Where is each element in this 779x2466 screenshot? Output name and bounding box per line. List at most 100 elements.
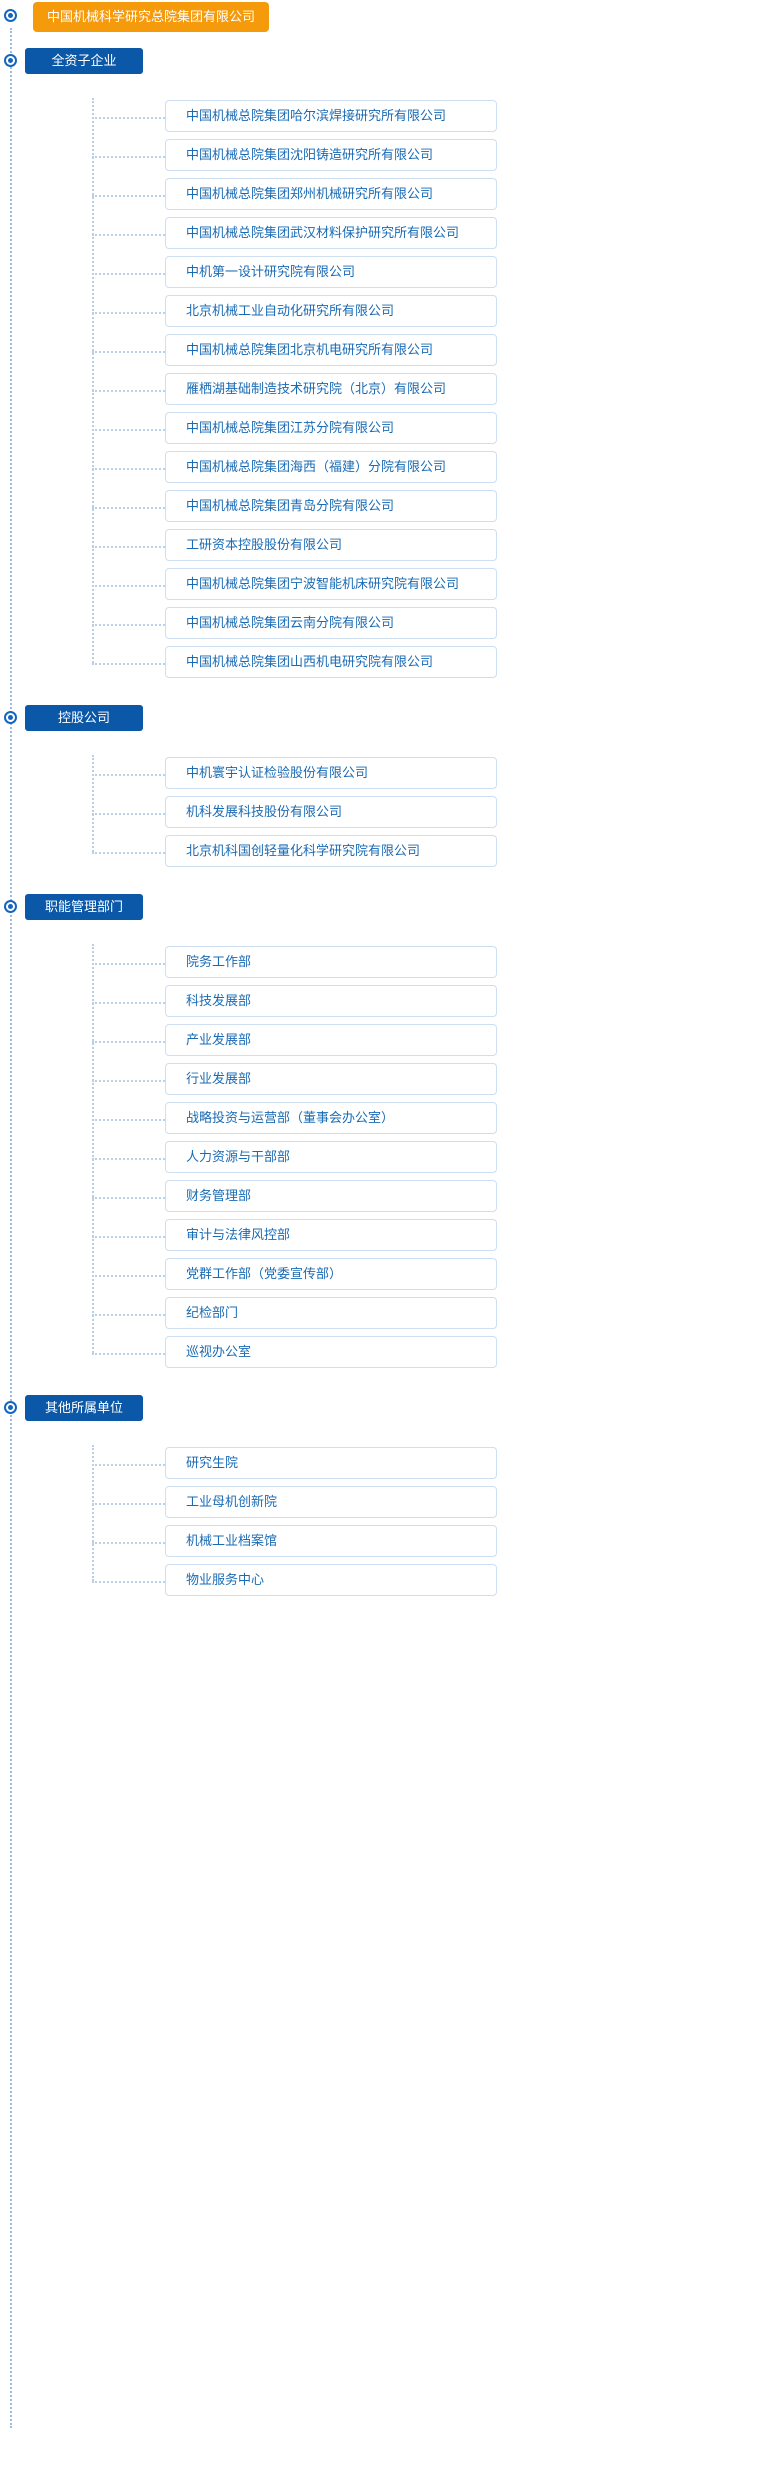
list-item: 中国机械总院集团江苏分院有限公司 [0,410,779,449]
list-item: 中国机械总院集团宁波智能机床研究院有限公司 [0,566,779,605]
list-item: 北京机械工业自动化研究所有限公司 [0,293,779,332]
item-connector-line [92,351,165,353]
item-connector-line [92,1542,165,1544]
org-group: 控股公司中机寰宇认证检验股份有限公司机科发展科技股份有限公司北京机科国创轻量化科… [0,705,779,872]
list-item: 中国机械总院集团北京机电研究所有限公司 [0,332,779,371]
item-connector-line [92,1236,165,1238]
group-label-3[interactable]: 职能管理部门 [25,894,143,920]
group-body: 中机寰宇认证检验股份有限公司机科发展科技股份有限公司北京机科国创轻量化科学研究院… [0,755,779,872]
list-item: 审计与法律风控部 [0,1217,779,1256]
list-item: 中国机械总院集团青岛分院有限公司 [0,488,779,527]
org-unit-box[interactable]: 机科发展科技股份有限公司 [165,796,497,828]
list-item: 工研资本控股股份有限公司 [0,527,779,566]
group-spacer [0,1373,779,1395]
item-connector-line [92,117,165,119]
org-unit-box[interactable]: 产业发展部 [165,1024,497,1056]
org-spine-line [10,28,12,2428]
list-item: 人力资源与干部部 [0,1139,779,1178]
org-unit-box[interactable]: 纪检部门 [165,1297,497,1329]
org-unit-box[interactable]: 中机第一设计研究院有限公司 [165,256,497,288]
item-connector-line [92,963,165,965]
org-unit-box[interactable]: 中国机械总院集团山西机电研究院有限公司 [165,646,497,678]
list-item: 物业服务中心 [0,1562,779,1601]
org-unit-box[interactable]: 物业服务中心 [165,1564,497,1596]
item-connector-line [92,507,165,509]
group-spacer [0,683,779,705]
org-unit-box[interactable]: 机械工业档案馆 [165,1525,497,1557]
item-connector-line [92,234,165,236]
group-body: 院务工作部科技发展部产业发展部行业发展部战略投资与运营部（董事会办公室） 人力资源… [0,944,779,1373]
org-unit-box[interactable]: 工研资本控股股份有限公司 [165,529,497,561]
item-connector-line [92,624,165,626]
org-unit-box[interactable]: 中国机械总院集团江苏分院有限公司 [165,412,497,444]
org-group: 全资子企业中国机械总院集团哈尔滨焊接研究所有限公司中国机械总院集团沈阳铸造研究所… [0,48,779,683]
item-connector-line [92,774,165,776]
item-connector-line [92,390,165,392]
item-connector-line [92,1119,165,1121]
item-connector-line [92,1041,165,1043]
org-unit-box[interactable]: 雁栖湖基础制造技术研究院（北京）有限公司 [165,373,497,405]
item-connector-line [92,546,165,548]
spine-bullet-2 [4,711,17,724]
group-label-1[interactable]: 全资子企业 [25,48,143,74]
list-item: 中国机械总院集团武汉材料保护研究所有限公司 [0,215,779,254]
org-unit-box[interactable]: 院务工作部 [165,946,497,978]
org-unit-box[interactable]: 中国机械总院集团北京机电研究所有限公司 [165,334,497,366]
item-connector-line [92,156,165,158]
item-connector-line [92,1503,165,1505]
list-item: 研究生院 [0,1445,779,1484]
org-unit-box[interactable]: 战略投资与运营部（董事会办公室） [165,1102,497,1134]
org-unit-box[interactable]: 工业母机创新院 [165,1486,497,1518]
org-unit-box[interactable]: 中国机械总院集团云南分院有限公司 [165,607,497,639]
group-head: 控股公司 [0,705,779,755]
item-connector-line [92,1314,165,1316]
item-connector-line [92,1158,165,1160]
list-item: 机科发展科技股份有限公司 [0,794,779,833]
org-unit-box[interactable]: 中国机械总院集团武汉材料保护研究所有限公司 [165,217,497,249]
list-item: 科技发展部 [0,983,779,1022]
item-connector-line [92,468,165,470]
org-unit-box[interactable]: 中国机械总院集团哈尔滨焊接研究所有限公司 [165,100,497,132]
item-connector-line [92,663,165,665]
org-unit-box[interactable]: 中国机械总院集团郑州机械研究所有限公司 [165,178,497,210]
org-unit-box[interactable]: 中国机械总院集团青岛分院有限公司 [165,490,497,522]
org-unit-box[interactable]: 党群工作部（党委宣传部） [165,1258,497,1290]
org-unit-box[interactable]: 行业发展部 [165,1063,497,1095]
list-item: 行业发展部 [0,1061,779,1100]
org-unit-box[interactable]: 北京机科国创轻量化科学研究院有限公司 [165,835,497,867]
list-item: 中机寰宇认证检验股份有限公司 [0,755,779,794]
org-unit-box[interactable]: 中国机械总院集团沈阳铸造研究所有限公司 [165,139,497,171]
list-item: 战略投资与运营部（董事会办公室） [0,1100,779,1139]
spine-bullet-3 [4,900,17,913]
org-unit-box[interactable]: 科技发展部 [165,985,497,1017]
group-head: 其他所属单位 [0,1395,779,1445]
group-label-2[interactable]: 控股公司 [25,705,143,731]
list-item: 工业母机创新院 [0,1484,779,1523]
group-body: 研究生院工业母机创新院机械工业档案馆物业服务中心 [0,1445,779,1601]
item-connector-line [92,1080,165,1082]
group-list: 全资子企业中国机械总院集团哈尔滨焊接研究所有限公司中国机械总院集团沈阳铸造研究所… [0,48,779,1601]
root-node[interactable]: 中国机械科学研究总院集团有限公司 [33,2,270,32]
list-item: 中国机械总院集团海西（福建）分院有限公司 [0,449,779,488]
org-unit-box[interactable]: 审计与法律风控部 [165,1219,497,1251]
list-item: 中国机械总院集团郑州机械研究所有限公司 [0,176,779,215]
list-item: 财务管理部 [0,1178,779,1217]
org-group: 职能管理部门院务工作部科技发展部产业发展部行业发展部战略投资与运营部（董事会办公… [0,894,779,1373]
org-unit-box[interactable]: 中机寰宇认证检验股份有限公司 [165,757,497,789]
org-unit-box[interactable]: 财务管理部 [165,1180,497,1212]
org-unit-box[interactable]: 北京机械工业自动化研究所有限公司 [165,295,497,327]
item-connector-line [92,1353,165,1355]
group-rail-line [92,1445,94,1581]
item-connector-line [92,1581,165,1583]
list-item: 纪检部门 [0,1295,779,1334]
group-label-4[interactable]: 其他所属单位 [25,1395,143,1421]
group-head: 职能管理部门 [0,894,779,944]
org-unit-box[interactable]: 人力资源与干部部 [165,1141,497,1173]
org-unit-box[interactable]: 中国机械总院集团海西（福建）分院有限公司 [165,451,497,483]
org-unit-box[interactable]: 巡视办公室 [165,1336,497,1368]
list-item: 巡视办公室 [0,1334,779,1373]
org-unit-box[interactable]: 中国机械总院集团宁波智能机床研究院有限公司 [165,568,497,600]
org-unit-box[interactable]: 研究生院 [165,1447,497,1479]
item-connector-line [92,429,165,431]
